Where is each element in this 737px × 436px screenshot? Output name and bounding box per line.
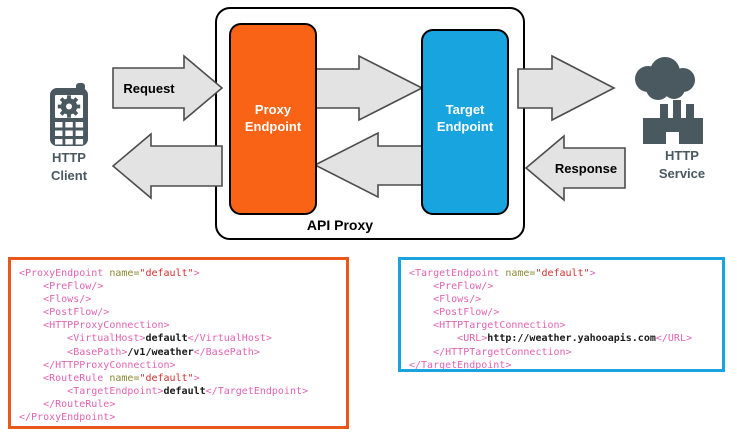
code-token-sp	[409, 294, 433, 305]
code-line: <Flows/>	[19, 293, 340, 306]
code-token-text: default	[163, 385, 206, 397]
code-line: <Flows/>	[409, 293, 716, 306]
request-arrow-label: Request	[123, 81, 175, 96]
code-token-tag: <Flows/>	[433, 294, 482, 306]
proxy-to-target-arrow	[314, 54, 424, 122]
code-line: <PostFlow/>	[19, 306, 340, 319]
code-line: <VirtualHost>default</VirtualHost>	[19, 332, 340, 345]
code-token-attr: name=	[505, 268, 536, 279]
code-token-sp	[19, 333, 67, 344]
code-line: </HTTPTargetConnection>	[409, 346, 716, 359]
code-token-tag: </HTTPProxyConnection>	[43, 359, 176, 371]
code-token-tag: >	[193, 268, 200, 279]
code-token-sp	[19, 307, 43, 318]
code-token-tag: <HTTPTargetConnection>	[433, 320, 566, 332]
code-token-sp	[409, 307, 433, 318]
code-line: </HTTPProxyConnection>	[19, 359, 340, 372]
code-token-tag: <PreFlow/>	[433, 281, 494, 293]
code-token-tag: </ProxyEndpoint>	[19, 412, 116, 424]
target-endpoint-label-line2: Endpoint	[437, 119, 494, 134]
code-token-sp	[19, 373, 43, 384]
api-proxy-diagram: Request Response Proxy Endpoint Target E…	[50, 7, 705, 240]
code-line: <ProxyEndpoint name="default">	[19, 267, 340, 280]
code-token-tag: </URL>	[655, 333, 692, 345]
code-line: <TargetEndpoint>default</TargetEndpoint>	[19, 385, 340, 398]
code-line: <HTTPProxyConnection>	[19, 319, 340, 332]
code-token-tag: <ProxyEndpoint	[19, 268, 110, 279]
target-to-service-arrow	[517, 54, 616, 122]
code-token-text: default	[145, 333, 188, 345]
code-token-tag: >	[589, 268, 596, 279]
code-token-sp	[19, 320, 43, 331]
code-line: <TargetEndpoint name="default">	[409, 267, 716, 280]
code-token-tag: <URL>	[457, 333, 488, 345]
code-token-tag: <TargetEndpoint	[409, 268, 506, 279]
code-token-attr: name=	[109, 372, 140, 384]
proxy-endpoint-code-block: <ProxyEndpoint name="default"> <PreFlow/…	[8, 257, 349, 429]
code-token-sp	[409, 347, 433, 358]
code-token-sp	[19, 347, 67, 358]
code-token-tag: </RouteRule>	[43, 398, 116, 410]
code-line: <PreFlow/>	[409, 280, 716, 293]
target-to-proxy-arrow	[313, 131, 423, 199]
code-token-tag: <PreFlow/>	[43, 281, 104, 293]
code-line: </RouteRule>	[19, 398, 340, 411]
target-endpoint-code-block: <TargetEndpoint name="default"> <PreFlow…	[398, 257, 725, 372]
code-token-sp	[409, 320, 433, 331]
http-service-label-line2: Service	[659, 166, 705, 181]
code-line: <PreFlow/>	[19, 280, 340, 293]
target-endpoint-label-line1: Target	[446, 102, 485, 117]
code-token-tag: <Flows/>	[43, 294, 92, 306]
code-token-tag: <RouteRule	[43, 372, 110, 384]
code-token-tag: <PostFlow/>	[43, 307, 110, 319]
code-token-tag: </VirtualHost>	[187, 333, 272, 345]
mobile-phone-gear-icon	[50, 83, 88, 146]
code-token-sp	[19, 360, 43, 371]
code-token-text: http://weather.yahooapis.com	[487, 333, 656, 345]
client-response-arrow	[111, 132, 223, 200]
factory-cloud-icon	[635, 57, 703, 144]
request-arrow	[112, 54, 224, 122]
code-token-val: "default"	[139, 268, 194, 279]
http-client-label-line2: Client	[51, 168, 88, 183]
code-line: <HTTPTargetConnection>	[409, 319, 716, 332]
code-token-sp	[409, 333, 457, 344]
response-arrow-label: Response	[555, 161, 617, 176]
code-token-val: "default"	[535, 268, 590, 279]
code-token-tag: <TargetEndpoint>	[67, 385, 164, 397]
http-service-label-line1: HTTP	[665, 148, 699, 163]
code-token-tag: <HTTPProxyConnection>	[43, 320, 170, 332]
target-endpoint-box[interactable]	[421, 29, 509, 215]
code-token-tag: <PostFlow/>	[433, 307, 500, 319]
code-line: <PostFlow/>	[409, 306, 716, 319]
code-token-tag: <BasePath>	[67, 346, 128, 358]
code-line: <RouteRule name="default">	[19, 372, 340, 385]
code-line: </ProxyEndpoint>	[19, 411, 340, 424]
proxy-endpoint-box[interactable]	[229, 23, 317, 215]
code-token-tag: </TargetEndpoint>	[409, 359, 512, 371]
code-token-attr: name=	[109, 268, 140, 279]
code-line: <URL>http://weather.yahooapis.com</URL>	[409, 332, 716, 345]
proxy-endpoint-label-line1: Proxy	[255, 102, 292, 117]
http-client-label-line1: HTTP	[52, 150, 86, 165]
code-token-sp	[409, 281, 433, 292]
code-token-sp	[19, 386, 67, 397]
code-token-sp	[19, 281, 43, 292]
code-token-tag: </HTTPTargetConnection>	[433, 346, 572, 358]
proxy-endpoint-label-line2: Endpoint	[245, 119, 302, 134]
code-token-sp	[19, 294, 43, 305]
code-line: <BasePath>/v1/weather</BasePath>	[19, 346, 340, 359]
code-line: </TargetEndpoint>	[409, 359, 716, 371]
code-token-tag: </TargetEndpoint>	[205, 385, 309, 397]
code-token-text: /v1/weather	[127, 346, 194, 358]
code-token-tag: <VirtualHost>	[67, 333, 146, 345]
code-token-tag: </BasePath>	[193, 346, 260, 358]
code-token-tag: >	[193, 372, 200, 384]
code-token-sp	[19, 399, 43, 410]
service-response-arrow	[524, 134, 626, 202]
api-proxy-container-label: API Proxy	[307, 217, 373, 233]
code-token-val: "default"	[139, 372, 194, 384]
